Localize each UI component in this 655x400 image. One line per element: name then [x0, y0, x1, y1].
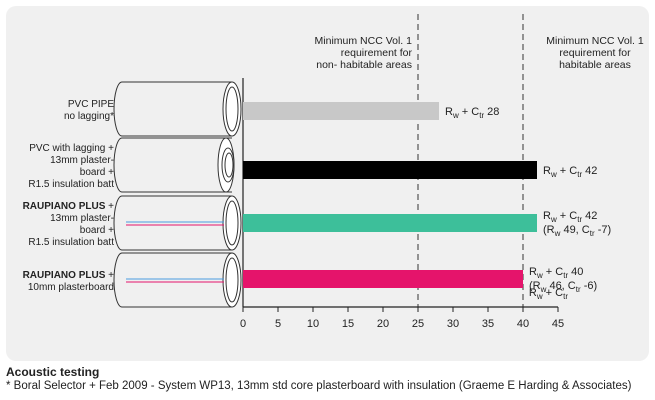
- footer-note: * Boral Selector + Feb 2009 - System WP1…: [6, 380, 632, 392]
- x-tick-label-15: 15: [342, 318, 354, 330]
- bar-1: [243, 102, 439, 120]
- x-axis-label: Rw + Ctr: [529, 287, 568, 301]
- category-2-label-line-2: 13mm plaster-: [50, 155, 114, 166]
- category-2-label-line-4: R1.5 insulation batt: [28, 179, 114, 190]
- bar-3-annotation-line-2: (Rw 49, Ctr -7): [543, 224, 611, 238]
- x-tick-label-45: 45: [552, 318, 564, 330]
- chart-panel: [6, 6, 649, 361]
- category-3-label-line-4: R1.5 insulation batt: [28, 237, 114, 248]
- x-tick-label-25: 25: [412, 318, 424, 330]
- bar-1-annotation-line-1: Rw + Ctr 28: [445, 106, 499, 120]
- pipe-illustration-icon: [113, 195, 242, 251]
- footer-title: Acoustic testing: [6, 365, 100, 379]
- category-3-label-line-2: 13mm plaster-: [50, 213, 114, 224]
- x-tick-label-0: 0: [240, 318, 246, 330]
- category-3-label-line-3: board +: [80, 225, 114, 236]
- bar-2-annotation-line-1: Rw + Ctr 42: [543, 165, 597, 179]
- category-2-label-line-3: board +: [80, 167, 114, 178]
- x-tick-label-30: 30: [447, 318, 459, 330]
- bar-2: [243, 161, 537, 179]
- pipe-illustration-icon: [113, 252, 242, 308]
- category-4-label-line-2: 10mm plasterboard: [28, 282, 114, 293]
- x-tick-label-10: 10: [307, 318, 319, 330]
- category-1-label-line-2: no lagging*: [64, 111, 114, 122]
- x-tick-label-5: 5: [275, 318, 281, 330]
- bar-3: [243, 214, 537, 232]
- pipe-illustration-icon: [113, 137, 235, 193]
- x-tick-label-20: 20: [377, 318, 389, 330]
- category-2-label-line-1: PVC with lagging +: [29, 143, 114, 154]
- bar-4-annotation-line-2: (Rw 46, Ctr -6): [529, 280, 597, 294]
- pipe-illustration-icon: [113, 81, 242, 137]
- x-tick-label-35: 35: [482, 318, 494, 330]
- category-4-label-line-1: RAUPIANO PLUS +: [23, 270, 115, 281]
- bar-4-annotation-line-1: Rw + Ctr 40: [529, 266, 583, 280]
- category-1-label-line-1: PVC PIPE: [68, 99, 114, 110]
- bar-3-annotation-line-1: Rw + Ctr 42: [543, 210, 597, 224]
- bar-4: [243, 270, 523, 288]
- category-3-label-line-1: RAUPIANO PLUS +: [23, 201, 115, 212]
- x-tick-label-40: 40: [517, 318, 529, 330]
